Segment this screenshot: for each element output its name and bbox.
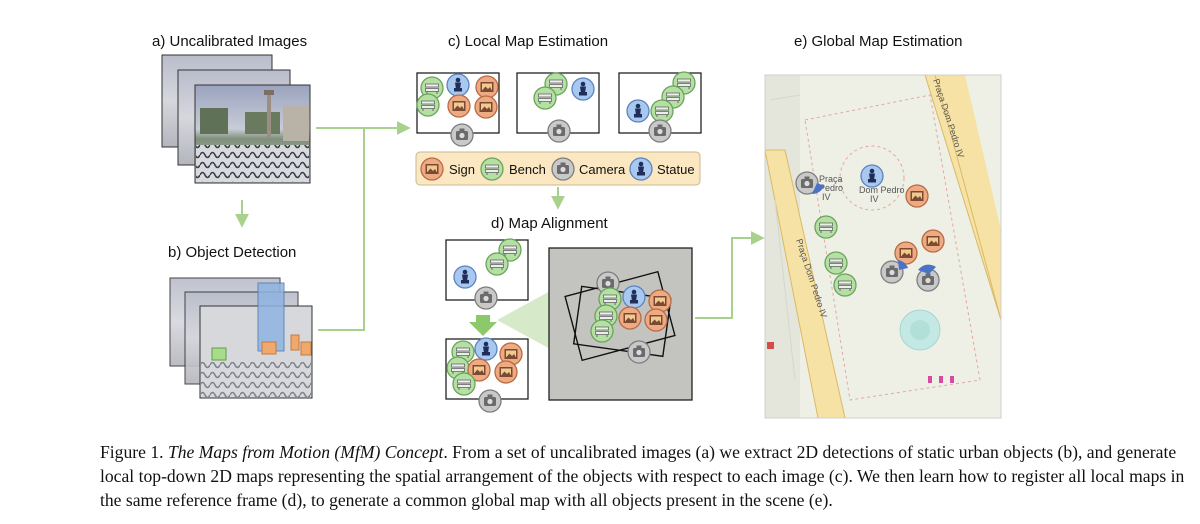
map-label-iv-b: IV xyxy=(870,194,879,204)
arrow-d-to-e xyxy=(695,231,765,319)
map-label-dom-pedro: Dom Pedro xyxy=(859,185,905,195)
arrow-b-to-c xyxy=(318,121,411,331)
panel-a-label: a) Uncalibrated Images xyxy=(152,33,308,50)
legend-sign: Sign xyxy=(449,162,475,177)
camera-icon xyxy=(551,157,575,181)
caption-title: The Maps from Motion (MfM) Concept xyxy=(167,442,444,462)
alignment-local-map xyxy=(445,238,529,310)
local-map-3 xyxy=(618,71,702,143)
panel-d-label: d) Map Alignment xyxy=(491,215,608,232)
global-map: Praça Pedro IV Dom Pedro IV Praça Dom Pe… xyxy=(764,74,1002,419)
legend: Sign Bench Camera Statue xyxy=(415,151,701,186)
local-map-2 xyxy=(516,72,600,143)
alignment-merged-map xyxy=(445,337,529,413)
down-arrow-icon xyxy=(469,315,497,336)
zoom-wedge xyxy=(497,290,552,350)
sign-icon xyxy=(420,157,444,181)
map-label-iv-a: IV xyxy=(822,192,831,202)
statue-icon xyxy=(629,157,653,181)
legend-statue: Statue xyxy=(657,162,695,177)
figure-caption: Figure 1. The Maps from Motion (MfM) Con… xyxy=(100,440,1185,512)
panel-b-label: b) Object Detection xyxy=(168,244,297,261)
bench-icon xyxy=(480,157,504,181)
legend-camera: Camera xyxy=(579,162,626,177)
figure-diagram: Sign Bench Camera Statue xyxy=(161,54,1002,419)
alignment-zoom-view xyxy=(548,247,693,401)
panel-e-label: e) Global Map Estimation xyxy=(794,33,963,50)
legend-bench: Bench xyxy=(509,162,546,177)
uncalibrated-image-stack xyxy=(161,54,311,184)
map-label-praca: Praça xyxy=(819,174,843,184)
detection-image-stack xyxy=(169,277,313,399)
panel-c-label: c) Local Map Estimation xyxy=(448,33,609,50)
caption-body: . From a set of uncalibrated images (a) … xyxy=(100,442,1185,510)
caption-prefix: Figure 1. xyxy=(100,442,168,462)
local-map-1 xyxy=(416,72,500,147)
map-label-pedro: Pedro xyxy=(819,183,843,193)
